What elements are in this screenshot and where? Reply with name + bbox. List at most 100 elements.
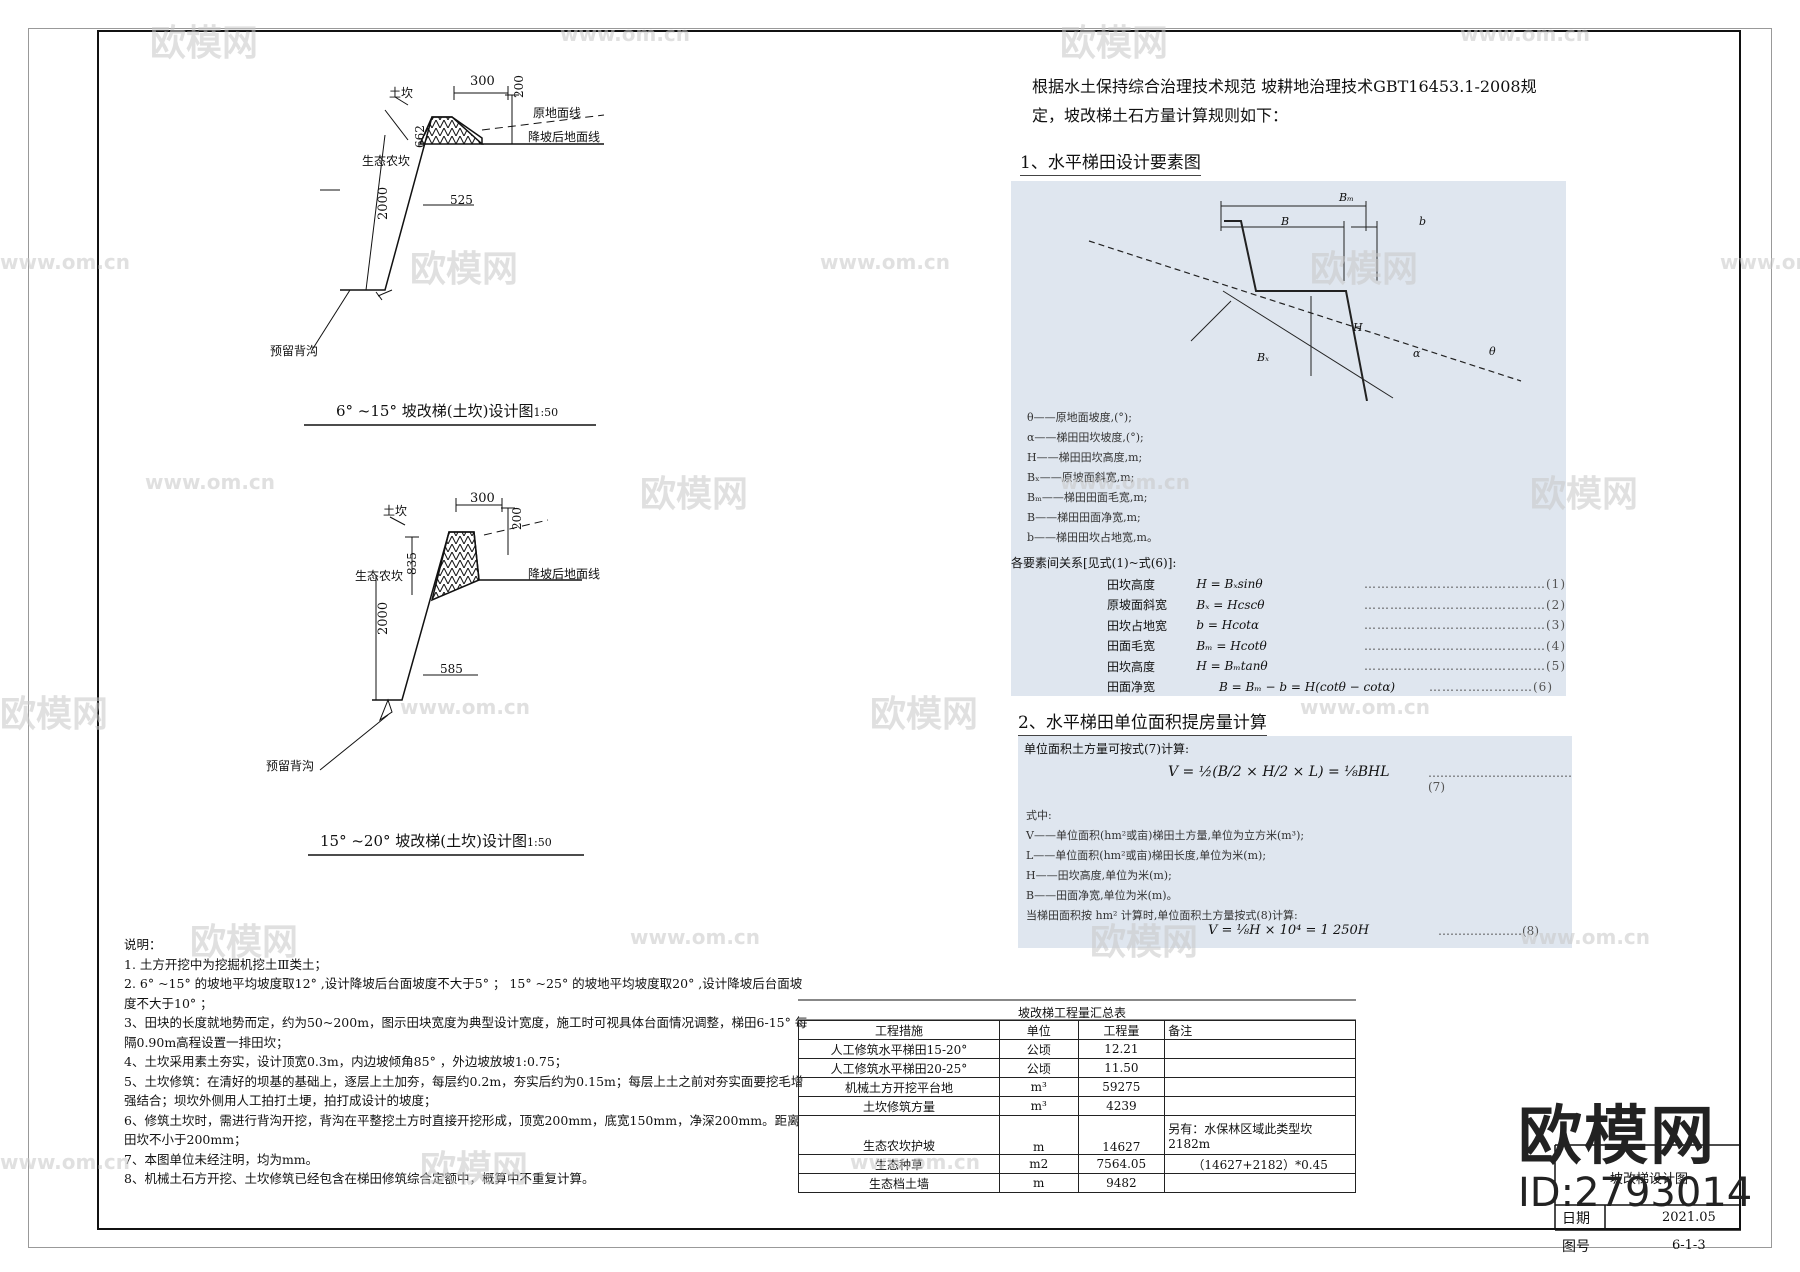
- title-block-no-value: 6-1-3: [1672, 1238, 1706, 1253]
- fig-label-bx: Bₓ: [1257, 351, 1269, 364]
- def-v: V——单位面积(hm²或亩)梯田土方量,单位为立方米(m³);: [1026, 829, 1305, 842]
- brand-logo-text: 欧模网: [1518, 1100, 1716, 1174]
- def-h: H——田坎高度,单位为米(m);: [1026, 869, 1172, 882]
- volume-lead: 单位面积土方量可按式(7)计算:: [1024, 742, 1190, 756]
- relation-name: 田面净宽: [1107, 680, 1156, 695]
- table-cell: 14627: [1077, 1115, 1166, 1155]
- formula-7: V = ½(B/2 × H/2 × L) = ⅛BHL: [1168, 764, 1390, 780]
- relation-number: ……………………………………(5): [1364, 659, 1566, 674]
- watermark-brand: 欧模网: [190, 922, 299, 963]
- d2-label-300: 300: [470, 491, 495, 506]
- table-cell: [1164, 1173, 1356, 1193]
- title-block-date-label: 日期: [1562, 1211, 1590, 1227]
- d2-label-tukan: 土坎: [383, 504, 408, 518]
- d1-label-shengtai: 生态农坎: [362, 154, 411, 168]
- watermark-url: www.om.cn: [1060, 470, 1191, 494]
- legend-h: H——梯田田坎高度,m;: [1027, 451, 1143, 464]
- table-header-row: 工程措施 单位 工程量 备注: [798, 1020, 1356, 1040]
- drawing-1-scale: 1:50: [533, 406, 559, 419]
- def-hm2-note: 当梯田面积按 hm² 计算时,单位面积土方量按式(8)计算:: [1026, 909, 1298, 922]
- note-item: 5、土坎修筑：在清好的坝基的基础上，逐层上土加夯，每层约0.2m，夯实后约为0.…: [124, 1073, 804, 1109]
- table-cell: 土坎修筑方量: [798, 1096, 1000, 1116]
- table-cell: 9482: [1077, 1173, 1166, 1193]
- note-item: 3、田块的长度就地势而定，约为50~200m，图示田块宽度为典型设计宽度，施工时…: [124, 1015, 808, 1050]
- fig-label-b-net: B: [1281, 215, 1290, 228]
- watermark-url: www.om.cn: [145, 470, 276, 494]
- drawing-1-title-text: 6° ~15° 坡改梯(土坎)设计图: [336, 402, 534, 420]
- relation-number: ……………………(6): [1429, 679, 1553, 694]
- title-block-no-label: 图号: [1562, 1239, 1590, 1255]
- table-cell: [1164, 1077, 1356, 1097]
- table-cell: m: [998, 1115, 1079, 1155]
- formula-8: V = ⅛H × 10⁴ = 1 250H: [1208, 923, 1370, 938]
- d2-label-585: 585: [440, 662, 463, 676]
- drawing-1-geometry: [311, 86, 605, 351]
- fig-label-h: H: [1353, 321, 1363, 334]
- note-item: 2. 6° ~15° 的坡地平均坡度取12° ,设计降坡后台面坡度不大于5° ；…: [124, 976, 803, 1011]
- table-title: 坡改梯工程量汇总表: [1018, 1006, 1127, 1020]
- watermark-brand: 欧模网: [410, 249, 519, 290]
- notes-heading: 说明：: [124, 937, 162, 952]
- design-notes: 说明： 1. 土方开挖中为挖掘机挖土Ⅲ类土； 2. 6° ~15° 的坡地平均坡…: [124, 935, 809, 1189]
- d1-label-tukan: 土坎: [389, 86, 414, 100]
- header-cell: 单位: [998, 1020, 1079, 1040]
- d2-label-jiang: 降坡后地面线: [528, 567, 601, 581]
- relation-row: 原坡面斜宽 Bₓ = Hcscθ ……………………………………(2): [1011, 595, 1566, 616]
- note-item: 8、机械土石方开挖、土坎修筑已经包含在梯田修筑综合定额中，概算中不重复计算。: [124, 1171, 595, 1186]
- note-item: 4、土坎采用素土夯实，设计顶宽0.3m，内边坡倾角85° ，外边坡放坡1:0.7…: [124, 1054, 568, 1069]
- d1-label-2000: 2000: [376, 186, 391, 220]
- watermark-url: www.om.cn: [630, 925, 761, 949]
- drawing-border: [97, 30, 1741, 1230]
- relation-name: 田坎高度: [1107, 577, 1156, 592]
- element-legend: θ——原地面坡度,(°); α——梯田田坎坡度,(°); H——梯田田坎高度,m…: [1027, 408, 1158, 548]
- d2-label-835: 835: [405, 552, 419, 575]
- watermark-brand: 欧模网: [1310, 249, 1419, 290]
- relation-formula: H = Bₘtanθ: [1196, 659, 1268, 674]
- unit-volume-figure: 单位面积土方量可按式(7)计算: V = ½(B/2 × H/2 × L) = …: [1018, 736, 1572, 948]
- formula-7-number: ………………………………(7): [1428, 766, 1572, 794]
- table-cell: 人工修筑水平梯田20-25°: [798, 1058, 1000, 1078]
- note-item: 1. 土方开挖中为挖掘机挖土Ⅲ类土；: [124, 956, 327, 972]
- section-2-heading: 2、水平梯田单位面积提房量计算: [1018, 708, 1267, 736]
- table-cell: 11.50: [1077, 1058, 1166, 1078]
- intro-line-1: 根据水土保持综合治理技术规范 坡耕地治理技术GBT16453.1-2008规: [1032, 77, 1537, 96]
- d1-label-525: 525: [450, 193, 473, 207]
- relation-name: 原坡面斜宽: [1107, 598, 1168, 613]
- relation-number: ……………………………………(4): [1364, 638, 1566, 653]
- d1-label-jiang: 降坡后地面线: [528, 130, 601, 144]
- table-cell: 12.21: [1077, 1039, 1166, 1059]
- def-l: L——单位面积(hm²或亩)梯田长度,单位为米(m);: [1026, 849, 1267, 862]
- section-1-heading: 1、水平梯田设计要素图: [1020, 148, 1201, 176]
- relation-name: 田坎占地宽: [1107, 618, 1168, 633]
- d2-label-gou: 预留背沟: [266, 759, 315, 773]
- table-cell: [1164, 1039, 1356, 1059]
- table-cell: [1164, 1058, 1356, 1078]
- relation-formula: Bₓ = Hcscθ: [1196, 597, 1265, 612]
- watermark-url: www.om.cn: [400, 695, 531, 719]
- watermark-url: www.om.cn: [1720, 250, 1800, 274]
- watermark-brand: 欧模网: [0, 694, 109, 735]
- def-b: B——田面净宽,单位为米(m)。: [1026, 889, 1178, 902]
- relation-number: ……………………………………(2): [1364, 597, 1566, 612]
- table-cell: m2: [998, 1154, 1079, 1174]
- header-cell: 工程量: [1077, 1020, 1166, 1040]
- drawing-2-geometry: [319, 498, 582, 771]
- brand-id: ID:2793014: [1518, 1170, 1753, 1216]
- d2-label-shengtai: 生态农坎: [355, 569, 404, 583]
- title-block-date-value: 2021.05: [1662, 1210, 1716, 1225]
- relation-heading: 各要素间关系[见式(1)~式(6)]:: [1011, 556, 1177, 570]
- relation-number: ……………………………………(3): [1364, 618, 1566, 633]
- watermark-brand: 欧模网: [420, 1149, 529, 1190]
- watermark-brand: 欧模网: [1060, 23, 1169, 64]
- d1-label-200: 200: [512, 75, 526, 98]
- legend-bx: Bₓ——原坡面斜宽,m;: [1027, 471, 1135, 484]
- watermark-url: www.om.cn: [850, 1150, 981, 1174]
